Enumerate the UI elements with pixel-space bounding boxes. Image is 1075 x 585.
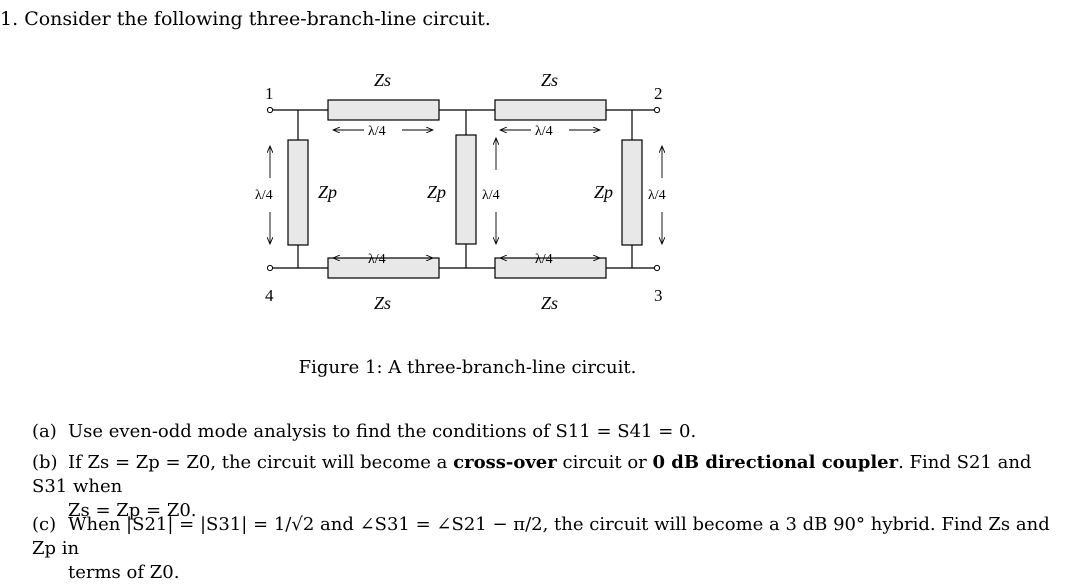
series-line-bottom-left [327, 257, 440, 279]
series-line-top-right [494, 99, 607, 121]
zp-label-right: Zp [594, 182, 613, 202]
shunt-stub-middle [455, 134, 477, 245]
qw-label-right: λ/4 [648, 188, 666, 203]
part-b-mid: circuit or [562, 452, 647, 473]
part-c: (c)When |S21| = |S31| = 1/√2 and ∠S31 = … [32, 513, 1052, 585]
port-2-label: 2 [654, 84, 663, 103]
dimension-arrows [270, 130, 662, 258]
part-b-label: (b) [32, 452, 58, 473]
zp-label-left: Zp [318, 182, 337, 202]
port-3-terminal [653, 264, 661, 272]
qw-label-middle: λ/4 [482, 188, 500, 203]
shunt-stub-left [287, 139, 309, 246]
port-3-label: 3 [654, 286, 663, 305]
part-b-line2: Zs = Zp = Z0. [68, 500, 197, 521]
zs-label-top-left: Zs [374, 70, 391, 90]
qw-label-bottom-left: λ/4 [368, 252, 386, 267]
qw-label-top-left: λ/4 [368, 124, 386, 139]
zs-label-top-right: Zs [541, 70, 558, 90]
zp-label-middle: Zp [427, 182, 446, 202]
part-a-text: Use even-odd mode analysis to find the c… [68, 421, 697, 442]
series-line-top-left [327, 99, 440, 121]
shunt-stub-right [621, 139, 643, 246]
zs-label-bottom-right: Zs [541, 293, 558, 313]
problem-number: 1. [0, 8, 19, 30]
part-b-line1-pre: If Zs = Zp = Z0, the circuit will become… [68, 452, 448, 473]
zs-label-bottom-left: Zs [374, 293, 391, 313]
qw-label-left: λ/4 [255, 188, 273, 203]
part-a-label: (a) [32, 421, 57, 442]
figure-caption: Figure 1: A three-branch-line circuit. [298, 357, 637, 378]
part-b-line1-post: . Find S21 and S31 when [32, 452, 1032, 497]
port-4-label: 4 [265, 286, 274, 305]
part-c-line2: terms of Z0. [68, 562, 180, 583]
port-2-terminal [653, 106, 661, 114]
port-4-terminal [266, 264, 274, 272]
problem-statement: Consider the following three-branch-line… [24, 8, 491, 30]
qw-label-top-right: λ/4 [535, 124, 553, 139]
circuit-diagram: 1 2 3 4 Zs Zs Zs Zs Zp Zp Zp λ/4 λ/4 λ/4… [255, 70, 666, 313]
part-b-bold-crossover: cross-over [453, 452, 557, 473]
series-line-bottom-right [494, 257, 607, 279]
qw-label-bottom-right: λ/4 [535, 252, 553, 267]
circuit-wires [270, 109, 655, 269]
port-1-label: 1 [265, 84, 274, 103]
part-b: (b) If Zs = Zp = Z0, the circuit will bec… [32, 451, 1052, 523]
part-a: (a) Use even-odd mode analysis to find th… [32, 420, 1052, 444]
part-c-label: (c) [32, 514, 57, 535]
part-c-line1: When |S21| = |S31| = 1/√2 and ∠S31 = ∠S2… [32, 514, 1050, 559]
problem-heading: 1. Consider the following three-branch-l… [0, 8, 491, 30]
part-b-bold-coupler: 0 dB directional coupler [652, 452, 899, 473]
port-1-terminal [266, 106, 274, 114]
